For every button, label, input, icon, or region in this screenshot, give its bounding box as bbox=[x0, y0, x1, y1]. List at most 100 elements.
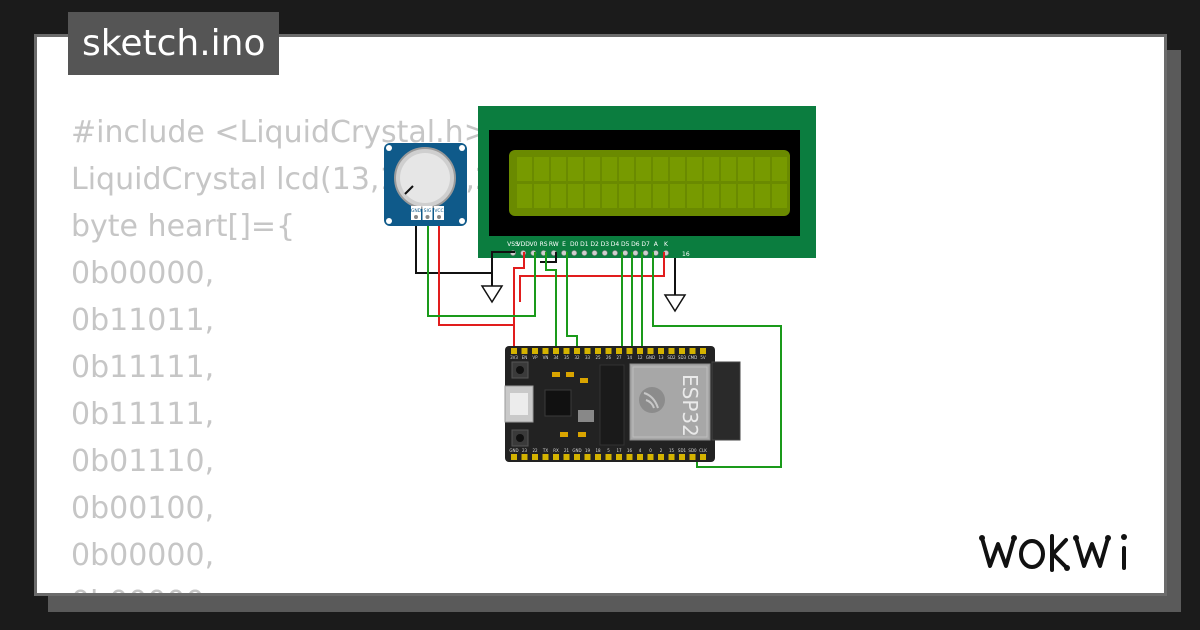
esp32-pin-label: 32 bbox=[574, 355, 580, 360]
esp32-pin[interactable] bbox=[658, 348, 664, 354]
pot-pin[interactable] bbox=[437, 215, 441, 219]
esp32-pin[interactable] bbox=[616, 454, 622, 460]
esp32-pin[interactable] bbox=[700, 454, 706, 460]
lcd-pin-label: VSS bbox=[507, 241, 519, 248]
pot-pin[interactable] bbox=[425, 215, 430, 219]
esp32-pin[interactable] bbox=[584, 348, 591, 354]
lcd-cell bbox=[738, 184, 753, 208]
lcd-cell bbox=[755, 157, 770, 181]
lcd-cell bbox=[653, 157, 668, 181]
esp32-pin-label: 33 bbox=[585, 355, 591, 360]
lcd-cell bbox=[568, 157, 583, 181]
lcd-cell bbox=[687, 157, 702, 181]
esp32-pin-label: 12 bbox=[637, 355, 643, 360]
esp32-pin[interactable] bbox=[553, 454, 559, 460]
pot-pin-label: GND bbox=[411, 208, 422, 214]
esp32-pin[interactable] bbox=[511, 454, 517, 460]
lcd-cell bbox=[738, 157, 753, 181]
esp32-pin[interactable] bbox=[658, 454, 664, 460]
esp32-pin[interactable] bbox=[637, 348, 643, 354]
esp32-pin[interactable] bbox=[563, 454, 570, 460]
esp32-pin-label: 27 bbox=[616, 355, 622, 360]
esp32-pin-label: 5V bbox=[700, 355, 706, 360]
esp32-pin[interactable] bbox=[637, 454, 643, 460]
lcd-cell bbox=[721, 157, 736, 181]
lcd-cell bbox=[772, 157, 787, 181]
lcd-character-grid bbox=[517, 157, 787, 208]
esp32-pin-label: 25 bbox=[595, 355, 601, 360]
file-tab[interactable]: sketch.ino bbox=[68, 12, 280, 75]
esp32-pin-label: 3V3 bbox=[510, 355, 518, 360]
esp32-pin[interactable] bbox=[605, 454, 612, 460]
esp32-pin-label: 16 bbox=[627, 448, 633, 453]
lcd-cell bbox=[534, 157, 549, 181]
code-line: 0b11111, bbox=[71, 350, 215, 385]
esp32-pin[interactable] bbox=[521, 454, 528, 460]
esp32-pin[interactable] bbox=[532, 348, 538, 354]
wokwi-logo[interactable] bbox=[978, 528, 1150, 576]
lcd-pin[interactable] bbox=[591, 250, 598, 256]
code-line: 0b00000, bbox=[71, 538, 215, 573]
esp32-pin[interactable] bbox=[689, 454, 696, 460]
lcd-pin[interactable] bbox=[571, 250, 578, 256]
esp32-pin-label: 35 bbox=[564, 355, 570, 360]
esp32-pin-label: 21 bbox=[564, 448, 570, 453]
lcd-pin[interactable] bbox=[561, 250, 567, 256]
esp32-pin[interactable] bbox=[542, 348, 549, 354]
esp32-pin[interactable] bbox=[668, 348, 675, 354]
esp32-pin[interactable] bbox=[574, 348, 580, 354]
esp32-pin[interactable] bbox=[595, 348, 601, 354]
esp32-pin[interactable] bbox=[553, 348, 559, 354]
esp32-pin-label: TX bbox=[542, 448, 548, 453]
esp32-pin[interactable] bbox=[511, 348, 517, 354]
esp32-pin[interactable] bbox=[700, 348, 706, 354]
esp32-pin-label: SD1 bbox=[678, 448, 687, 453]
esp32-pin[interactable] bbox=[584, 454, 591, 460]
esp32-pin[interactable] bbox=[647, 348, 654, 354]
esp32-pin-label: EN bbox=[522, 355, 528, 360]
esp32-pin[interactable] bbox=[679, 348, 685, 354]
lcd-pin[interactable] bbox=[622, 250, 629, 256]
esp32-pin-label: 14 bbox=[627, 355, 633, 360]
esp32-pin[interactable] bbox=[626, 454, 633, 460]
lcd-pin-label: E bbox=[562, 241, 566, 248]
lcd-pin-label: V0 bbox=[529, 241, 537, 248]
pot-pin-label: SIG bbox=[424, 208, 432, 214]
esp32-pin[interactable] bbox=[647, 454, 654, 460]
esp32-pin[interactable] bbox=[605, 348, 612, 354]
esp32-pin[interactable] bbox=[668, 454, 675, 460]
pot-pin[interactable] bbox=[414, 215, 418, 219]
ground-symbol-2 bbox=[663, 294, 687, 313]
esp32-pin[interactable] bbox=[616, 348, 622, 354]
esp32-pin[interactable] bbox=[689, 348, 696, 354]
lcd-pin[interactable] bbox=[612, 250, 618, 256]
esp32-pin[interactable] bbox=[574, 454, 580, 460]
lcd-pin[interactable] bbox=[642, 250, 649, 256]
esp32-pin[interactable] bbox=[521, 348, 528, 354]
esp32-pin[interactable] bbox=[626, 348, 633, 354]
esp32-pin[interactable] bbox=[595, 454, 601, 460]
lcd-pin[interactable] bbox=[601, 250, 608, 256]
lcd-pin[interactable] bbox=[632, 250, 639, 256]
lcd-cell bbox=[517, 184, 532, 208]
esp32-pin-label: 13 bbox=[658, 355, 664, 360]
lcd-cell bbox=[704, 184, 719, 208]
code-line: 0b01110, bbox=[71, 444, 215, 479]
esp32-pin[interactable] bbox=[563, 348, 570, 354]
esp32-pin[interactable] bbox=[532, 454, 538, 460]
code-line: byte heart[]={ bbox=[71, 209, 296, 244]
esp32-pin[interactable] bbox=[542, 454, 549, 460]
esp32-pin-label: RX bbox=[553, 448, 559, 453]
esp32-pin[interactable] bbox=[679, 454, 685, 460]
lcd-pin-label: RS bbox=[540, 241, 548, 248]
esp32-chip-label: ESP32 bbox=[678, 374, 702, 437]
lcd-pin-label: D6 bbox=[631, 241, 640, 248]
lcd-pin[interactable] bbox=[581, 250, 588, 256]
